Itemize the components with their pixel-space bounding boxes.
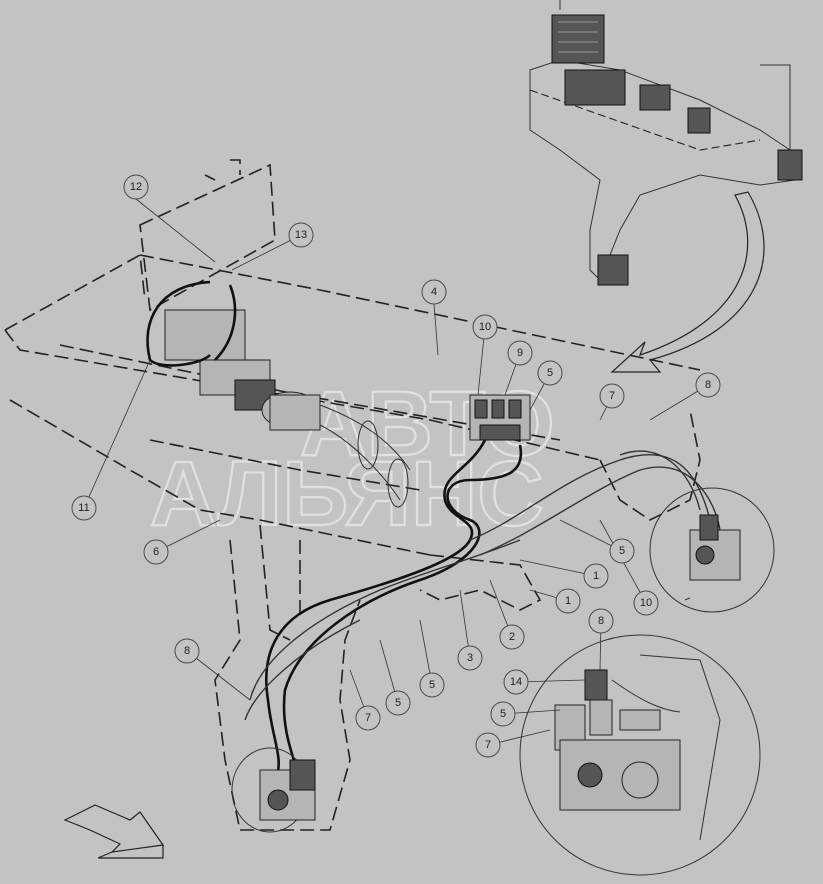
left-pump-inset	[597, 254, 629, 286]
svg-text:7: 7	[485, 739, 491, 751]
svg-text:5: 5	[500, 708, 506, 720]
svg-text:11: 11	[78, 502, 89, 514]
svg-text:7: 7	[365, 712, 371, 724]
callout-13: 13	[288, 222, 314, 248]
callout-1: 1	[555, 588, 581, 614]
center-valve-assembly	[469, 394, 531, 441]
callout-5: 5	[537, 360, 563, 386]
lower-left-pump	[231, 747, 316, 833]
svg-text:5: 5	[429, 679, 435, 691]
callout-6: 6	[143, 539, 169, 565]
callout-2: 2	[499, 624, 525, 650]
callout-3: 3	[457, 645, 483, 671]
svg-text:13: 13	[295, 229, 307, 241]
callout-5: 5	[490, 701, 516, 727]
callout-10: 10	[633, 590, 659, 616]
view-arrow	[610, 191, 765, 373]
left-valve-assembly	[164, 309, 411, 508]
direction-arrow	[63, 804, 165, 859]
overview-inset	[529, 0, 803, 286]
svg-text:14: 14	[510, 676, 522, 688]
right-pump-inset	[777, 149, 803, 181]
svg-text:9: 9	[517, 347, 523, 359]
svg-text:6: 6	[153, 546, 159, 558]
right-detail-circle	[649, 487, 775, 613]
callout-5: 5	[609, 538, 635, 564]
callout-12: 12	[123, 174, 149, 200]
callout-5: 5	[385, 690, 411, 716]
svg-text:7: 7	[609, 390, 615, 402]
callout-8: 8	[695, 372, 721, 398]
callout-5: 5	[419, 672, 445, 698]
callout-1: 1	[583, 563, 609, 589]
cooler-tank	[139, 159, 276, 312]
svg-text:10: 10	[479, 321, 491, 333]
svg-text:12: 12	[130, 181, 142, 193]
callout-7: 7	[599, 383, 625, 409]
svg-text:5: 5	[547, 367, 553, 379]
callout-4: 4	[421, 279, 447, 305]
svg-text:5: 5	[619, 545, 625, 557]
svg-text:8: 8	[598, 615, 604, 627]
callout-11: 11	[71, 495, 97, 521]
valve-bank-inset	[564, 69, 626, 106]
callout-10: 10	[472, 314, 498, 340]
callouts: 12 13 4 10 9 5 7 8 11 6 5 1 10 1 2 3 5 5…	[71, 174, 721, 758]
callout-14: 14	[503, 669, 529, 695]
svg-text:5: 5	[395, 697, 401, 709]
svg-text:4: 4	[431, 286, 437, 298]
svg-text:1: 1	[565, 595, 571, 607]
hoses	[146, 280, 721, 781]
callout-8: 8	[588, 608, 614, 634]
bottom-detail-circle	[519, 597, 761, 876]
oil-cooler-inset	[551, 14, 605, 64]
callout-7: 7	[355, 705, 381, 731]
svg-text:8: 8	[184, 645, 190, 657]
svg-text:2: 2	[509, 631, 515, 643]
svg-text:1: 1	[593, 570, 599, 582]
callout-9: 9	[507, 340, 533, 366]
watermark-line2: АЛЬЯНС	[150, 443, 544, 545]
svg-text:10: 10	[640, 597, 652, 609]
svg-text:8: 8	[705, 379, 711, 391]
svg-text:3: 3	[467, 652, 473, 664]
callout-7: 7	[475, 732, 501, 758]
callout-8: 8	[174, 638, 200, 664]
